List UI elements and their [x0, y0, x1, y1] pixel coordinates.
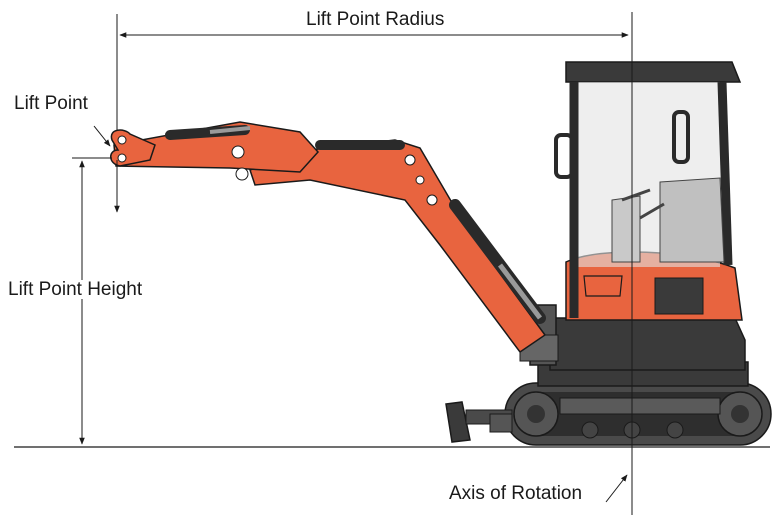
coupler — [110, 129, 156, 167]
lift-point-label: Lift Point — [14, 93, 88, 114]
lift-point-pointer-arrow — [93, 125, 111, 147]
dimension-lines — [72, 12, 633, 515]
excavator — [110, 61, 772, 446]
upper-body — [549, 251, 746, 371]
lift-point-radius-label: Lift Point Radius — [306, 9, 445, 30]
axis-pointer-arrow — [605, 474, 628, 503]
arm — [113, 121, 320, 181]
cab-canopy — [554, 61, 742, 318]
boom-cylinder — [449, 199, 546, 324]
lift-point-height-label: Lift Point Height — [6, 279, 145, 300]
axis-of-rotation-label: Axis of Rotation — [449, 483, 583, 504]
dozer-blade — [445, 401, 513, 443]
bucket-cylinder — [165, 125, 251, 140]
track-assembly — [504, 382, 772, 446]
